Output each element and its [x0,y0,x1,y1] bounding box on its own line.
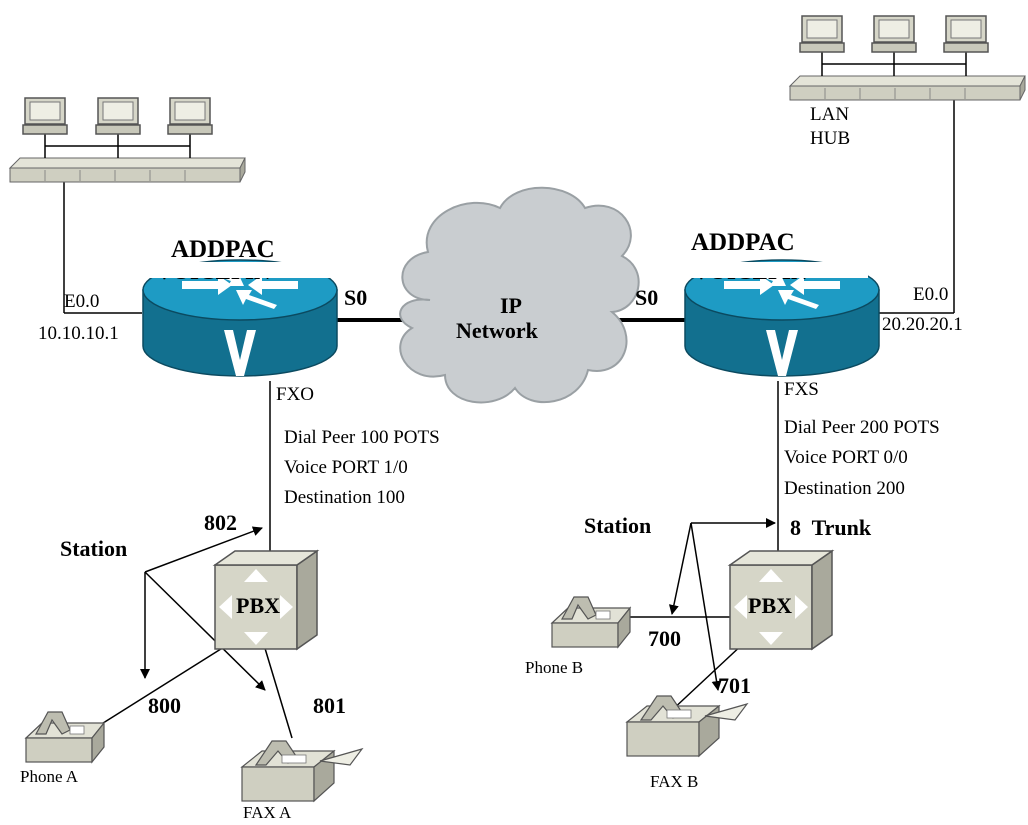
cloud-label-ip: IP [500,293,522,318]
right-pbx-label: PBX [748,593,792,618]
right-station-label: Station [584,513,651,538]
fax-b [626,695,748,757]
left-voice-port-type: FXO [276,384,314,405]
left-station-label: Station [60,536,127,561]
left-ip-address: 10.10.10.1 [38,323,119,344]
right-pc-3 [943,15,989,53]
left-ext-801: 801 [313,693,346,718]
right-pc-group [821,52,967,76]
left-serial-port: S0 [344,285,367,310]
right-dial-peer: Dial Peer 200 POTS [784,417,940,438]
right-voice-port-type: FXS [784,379,819,400]
right-hub-label-2: HUB [810,128,850,149]
left-pc-3 [167,97,213,135]
right-trunk-label: 8 Trunk [790,515,872,540]
right-router-label: ADDPAC [691,229,795,256]
phone-b-label: Phone B [525,658,583,677]
phone-a-label: Phone A [20,767,79,786]
left-station-arrows [140,526,266,691]
right-ext-700: 700 [648,626,681,651]
left-voice-port: Voice PORT 1/0 [284,457,408,478]
left-destination: Destination 100 [284,487,405,508]
cloud-label-network: Network [456,318,539,343]
right-lan-hub [789,75,1026,101]
left-ext-802: 802 [204,510,237,535]
fax-a [241,740,363,802]
right-destination: Destination 200 [784,478,905,499]
left-lan-hub [9,157,246,183]
left-ethernet-port: E0.0 [64,291,99,312]
left-router-sublabel-mask [150,262,330,278]
right-ext-701: 701 [718,673,751,698]
right-hub-label-1: LAN [810,104,849,125]
left-pc-1 [22,97,68,135]
right-pc-1 [799,15,845,53]
left-router-label: ADDPAC [171,236,275,263]
left-pbx-label: PBX [236,593,280,618]
left-pbx-to-phone [91,641,233,731]
right-ethernet-port: E0.0 [913,284,948,305]
left-pc-group [44,134,191,158]
right-pbx-to-fax [669,641,746,713]
phone-a [25,711,105,763]
right-ip-address: 20.20.20.1 [882,314,963,335]
left-pc-2 [95,97,141,135]
right-station-arrows [668,518,776,691]
right-router-sublabel-mask [688,262,868,278]
right-voice-port: Voice PORT 0/0 [784,447,908,468]
left-dial-peer: Dial Peer 100 POTS [284,427,440,448]
right-serial-port: S0 [635,285,658,310]
left-ext-800: 800 [148,693,181,718]
links [63,100,955,739]
phone-b [551,596,631,648]
right-pc-2 [871,15,917,53]
fax-a-label: FAX A [243,803,292,822]
ip-network-cloud [399,186,640,404]
left-pbx-to-fax [263,644,293,739]
fax-b-label: FAX B [650,772,698,791]
